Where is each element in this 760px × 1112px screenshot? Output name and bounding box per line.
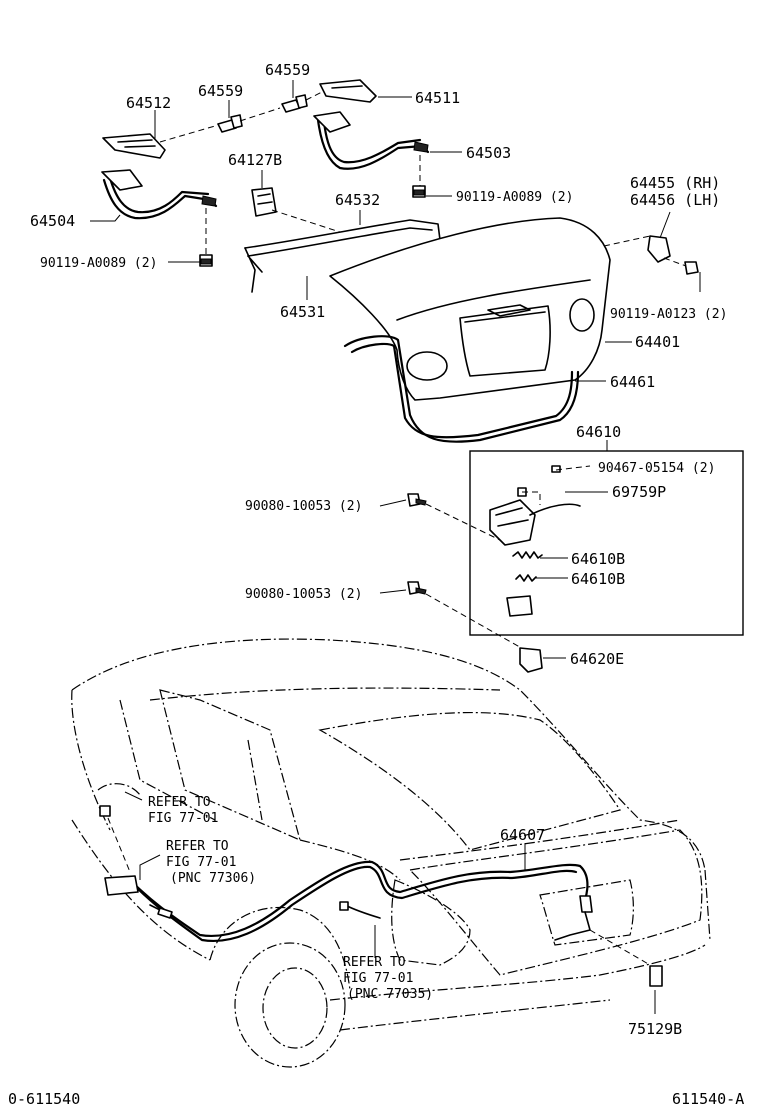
label-75129b: 75129B [628,1020,682,1038]
refer-note-2-line1: REFER TO [166,839,229,854]
refer-note-3-line3: (PNC 77035) [347,987,433,1002]
refer-note-1-line2: FIG 77-01 [148,811,218,826]
footer-right-code: 611540-A [672,1090,744,1108]
label-64504: 64504 [30,212,75,230]
car-body [71,638,711,1068]
label-90080-10053-a: 90080-10053 (2) [245,499,362,514]
label-64511: 64511 [415,89,460,107]
trunk-lid [329,217,611,443]
label-64512: 64512 [126,94,171,112]
label-64531: 64531 [280,303,325,321]
release-cable-64607 [99,805,663,987]
part-labels: 64559 64512 64559 64511 64503 64127B 645… [8,61,744,1108]
label-64503: 64503 [466,144,511,162]
label-64461: 64461 [610,373,655,391]
leader-lines [90,80,701,1014]
label-64607: 64607 [500,826,545,844]
label-90119-a0089-right: 90119-A0089 (2) [456,190,573,205]
refer-note-2-line2: FIG 77-01 [166,855,236,870]
refer-note-3-line1: REFER TO [343,955,406,970]
refer-note-1-line1: REFER TO [148,795,211,810]
label-64401: 64401 [635,333,680,351]
label-64559-top: 64559 [265,61,310,79]
label-90467-05154: 90467-05154 (2) [598,461,715,476]
footer-left-code: 0-611540 [8,1090,80,1108]
refer-note-3-line2: FIG 77-01 [343,971,413,986]
label-64610b-a: 64610B [571,550,625,568]
label-64610b-b: 64610B [571,570,625,588]
label-64455: 64455 (RH) [630,174,720,192]
label-90119-a0123: 90119-A0123 (2) [610,307,727,322]
label-69759p: 69759P [612,483,666,501]
label-64559: 64559 [198,82,243,100]
label-64610: 64610 [576,423,621,441]
lock-assembly [469,450,744,636]
label-90119-a0089-left: 90119-A0089 (2) [40,256,157,271]
bolts-90080 [407,493,543,673]
label-64456: 64456 (LH) [630,191,720,209]
label-64620e: 64620E [570,650,624,668]
refer-note-2-line3: (PNC 77306) [170,871,256,886]
label-90080-10053-b: 90080-10053 (2) [245,587,362,602]
label-64127b: 64127B [228,151,282,169]
label-64532: 64532 [335,191,380,209]
hinge-assembly [101,79,699,293]
